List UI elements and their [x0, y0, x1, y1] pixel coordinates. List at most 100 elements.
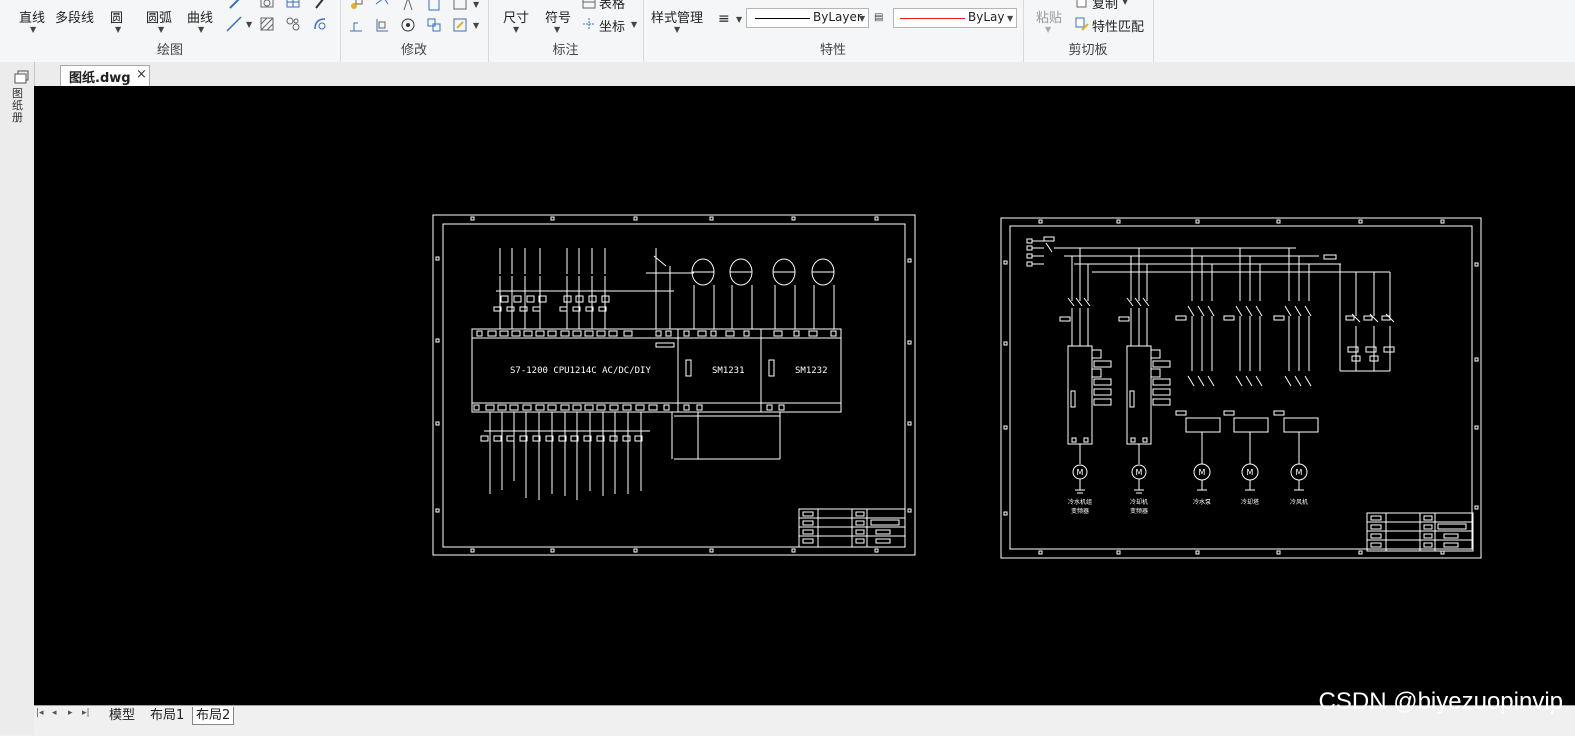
color-value: ByLayer [968, 10, 1004, 24]
modify-group: ▼ ▼ 修改 [340, 0, 489, 62]
sm1232-label: SM1232 [795, 366, 828, 376]
plc-cpu-label: S7-1200 CPU1214C AC/DC/DIY [510, 366, 651, 376]
polyline-button[interactable]: 多段线 [55, 11, 95, 26]
trim-icon[interactable] [348, 17, 364, 33]
motor-m-3: M [1199, 468, 1206, 477]
clipboard-group-label: 剪切板 [1068, 43, 1108, 58]
drawing-2-frame [1000, 217, 1482, 559]
color-select[interactable]: ByLayer ▼ [893, 8, 1017, 28]
linetype-select[interactable]: ByLayer ▼ [746, 8, 869, 28]
drawing-1-frame-ticks [435, 216, 912, 553]
plc-bottom-wiring [480, 412, 781, 500]
motor-label-4: 冷却塔 [1241, 498, 1259, 506]
table-icon[interactable] [285, 0, 301, 10]
side-panel: 图 纸 册 [0, 62, 35, 735]
annotate-group-label: 标注 [552, 43, 579, 58]
table-insert-icon[interactable] [581, 0, 597, 10]
plc-output-lamps [646, 248, 835, 329]
region-icon[interactable] [285, 16, 301, 32]
mirror-icon[interactable] [400, 0, 416, 12]
tab-layout2[interactable]: 布局2 [192, 707, 235, 725]
control-branch [1339, 272, 1395, 372]
construction-line-icon[interactable] [226, 16, 242, 32]
clipboard-group: 粘贴 ▼ 复制 ▼ 特性匹配 剪切板 [1023, 0, 1154, 62]
tab-model[interactable]: 模型 [109, 708, 136, 723]
draw-group: 直线 ▼ 多段线 圆 ▼ 圆弧 ▼ 曲线 ▼ ▼ 绘图 [0, 0, 341, 62]
dimension-button[interactable]: 尺寸 [503, 11, 530, 26]
match-properties-icon[interactable] [1074, 16, 1090, 32]
rotate-circle-icon[interactable] [400, 17, 416, 33]
draw-group-label: 绘图 [156, 43, 183, 58]
motor-label-5: 冷风机 [1290, 498, 1308, 506]
next-layout-icon[interactable]: ▸ [68, 708, 73, 718]
vfd-1 [1059, 248, 1112, 494]
document-tab-name: 图纸.dwg [69, 71, 131, 86]
paste-button[interactable]: 粘贴 [1036, 11, 1063, 26]
rect-icon[interactable] [452, 0, 468, 12]
copy-icon[interactable] [1074, 0, 1090, 10]
drawing-2-title-block [1366, 512, 1474, 552]
layout-tab-bar: |◂ ◂ ▸ ▸| 模型 布局1 布局2 [34, 705, 1575, 736]
tab-layout1[interactable]: 布局1 [150, 708, 185, 723]
pen-icon[interactable] [228, 0, 244, 10]
sheet-set-label[interactable]: 图 纸 册 [12, 87, 23, 124]
hatch-icon[interactable] [259, 16, 275, 32]
last-layout-icon[interactable]: ▸| [82, 708, 90, 718]
scale-icon[interactable] [374, 17, 390, 33]
motor-label-1: 冷水机组 [1068, 498, 1092, 506]
style-manager-button[interactable]: 样式管理 [651, 11, 704, 26]
drawing-svg: S7-1200 CPU1214C AC/DC/DIY SM1231 SM1232… [432, 214, 1482, 559]
coordinate-button[interactable]: 坐标 [599, 20, 626, 35]
coordinate-icon[interactable] [581, 16, 597, 32]
motor-label-2b: 变频器 [1130, 507, 1148, 515]
motor-m-4: M [1247, 468, 1254, 477]
lineweight-icon-2[interactable]: ▤ [874, 12, 884, 23]
vfd-2 [1118, 248, 1171, 494]
curve-button[interactable]: 曲线 [187, 11, 214, 26]
drawing-canvas[interactable]: S7-1200 CPU1214C AC/DC/DIY SM1231 SM1232… [34, 86, 1575, 705]
motor-m-1: M [1077, 468, 1084, 477]
drawing-1-title-block [798, 508, 906, 548]
plc-top-terminals [476, 330, 837, 337]
motor-label-1b: 变频器 [1071, 507, 1089, 515]
table-button[interactable]: 表格 [599, 0, 626, 12]
properties-group: 样式管理 ▼ ≡ ▼ ByLayer ▼ ▤ ByLayer ▼ 特性 [643, 0, 1024, 62]
prev-layout-icon[interactable]: ◂ [52, 708, 57, 718]
rotate-icon[interactable] [374, 0, 390, 12]
modify-group-label: 修改 [400, 43, 427, 58]
move-icon[interactable] [348, 0, 364, 12]
drawing-2-busbars [1026, 236, 1390, 273]
linetype-value: ByLayer [813, 10, 862, 24]
arc-button[interactable]: 圆弧 [146, 11, 173, 26]
camera-icon[interactable] [259, 0, 275, 10]
array-icon[interactable] [426, 17, 442, 33]
shape-icon[interactable] [312, 16, 328, 32]
close-tab-icon[interactable]: × [136, 67, 147, 82]
plc-input-switches [493, 248, 674, 329]
motor-circuits [1175, 248, 1319, 491]
first-layout-icon[interactable]: |◂ [36, 708, 44, 718]
sheet-set-icon[interactable] [13, 70, 29, 84]
motor-m-5: M [1296, 468, 1303, 477]
pick-icon[interactable] [312, 0, 328, 10]
motor-label-3: 冷水泵 [1193, 498, 1211, 506]
motor-label-2: 冷却机 [1130, 498, 1148, 506]
motor-m-2: M [1136, 468, 1143, 477]
document-tab[interactable]: 图纸.dwg × [60, 65, 150, 86]
match-properties-button[interactable]: 特性匹配 [1092, 20, 1145, 35]
plc-bottom-terminals [473, 404, 785, 411]
line-button[interactable]: 直线 [19, 11, 46, 26]
watermark: CSDN @biyezuopinvip [1318, 688, 1563, 715]
properties-group-label: 特性 [819, 43, 846, 58]
sm1231-label: SM1231 [712, 366, 745, 376]
copy-object-icon[interactable] [426, 0, 442, 12]
ribbon: 直线 ▼ 多段线 圆 ▼ 圆弧 ▼ 曲线 ▼ ▼ 绘图 ▼ ▼ 修改 [0, 0, 1575, 63]
annotate-group: 尺寸 ▼ 符号 ▼ 表格 坐标 ▼ 标注 [488, 0, 644, 62]
document-tab-bar [0, 62, 1575, 87]
circle-button[interactable]: 圆 [110, 11, 124, 26]
drawing-1-frame [432, 214, 916, 556]
edit-icon[interactable] [452, 17, 468, 33]
lineweight-icon[interactable]: ≡ [718, 11, 730, 27]
symbol-button[interactable]: 符号 [545, 11, 572, 26]
copy-button[interactable]: 复制 [1092, 0, 1119, 12]
